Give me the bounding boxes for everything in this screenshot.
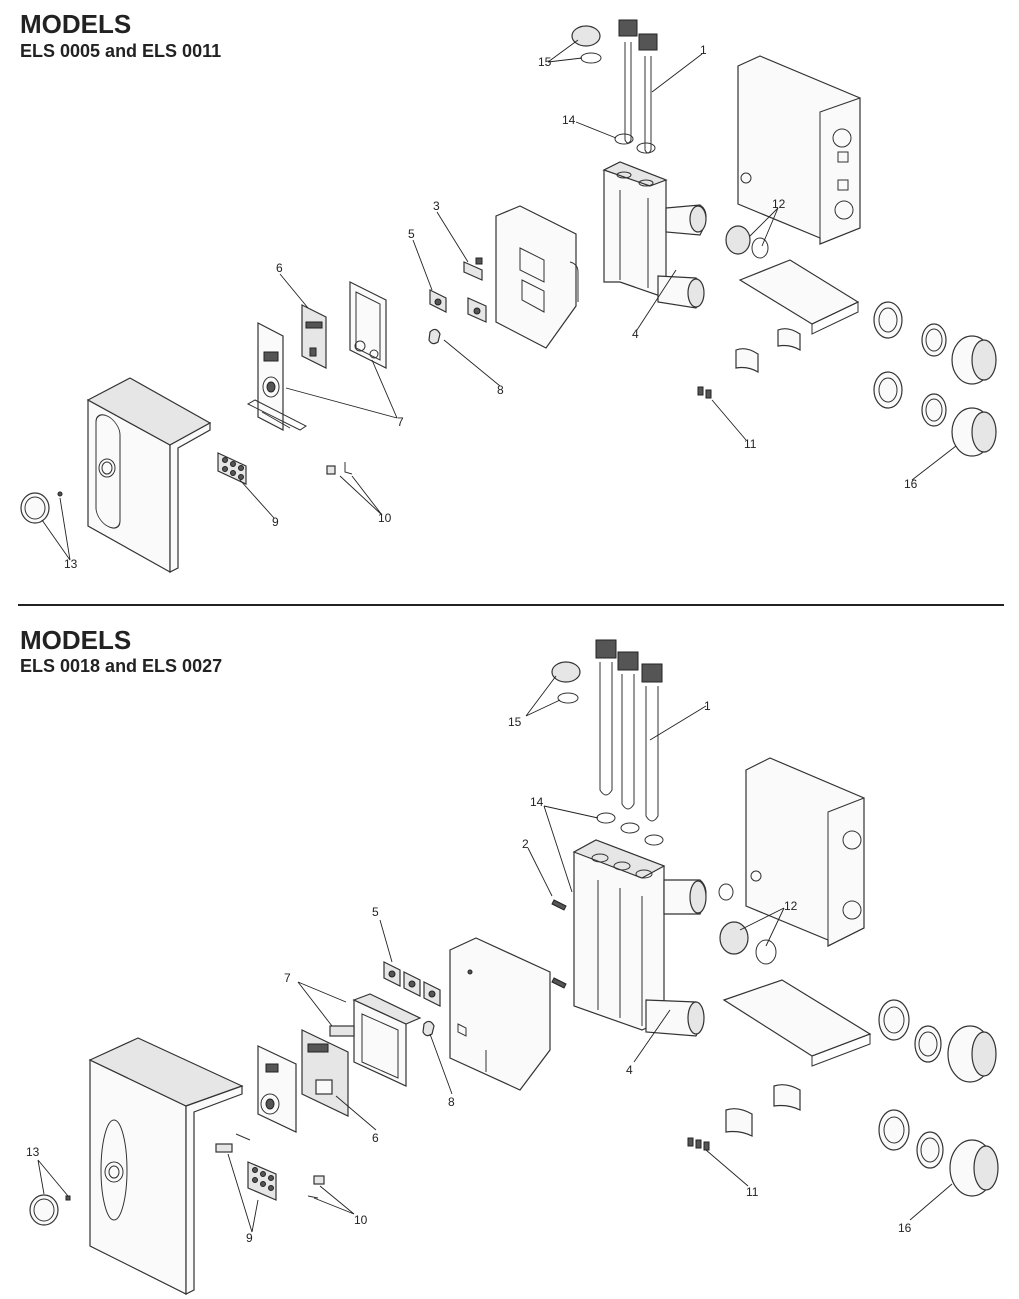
part-back-cover [737,55,861,245]
callout-6: 6 [276,261,283,275]
section-divider [18,604,1004,606]
part-pcb [301,1029,349,1117]
callout-14: 14 [562,113,576,127]
callout-1: 1 [700,43,707,57]
part-unions [878,999,999,1197]
callout-labels: 15 1 14 3 5 6 7 8 4 12 11 16 9 10 13 [64,43,918,571]
part-gaskets [596,812,664,846]
part-enclosure [349,281,387,369]
section-heading: MODELS [20,9,132,39]
callout-labels: 15 1 14 2 5 7 6 8 4 12 11 16 9 10 13 [26,699,912,1245]
part-sensor-assembly [725,225,769,259]
part-mounting-panel [495,205,579,349]
part-hi-limit [463,257,483,281]
callout-7: 7 [397,415,404,429]
part-bracket-clips [326,462,353,475]
part-front-cover [88,1037,244,1295]
models-label: ELS 0018 and ELS 0027 [20,656,223,676]
part-back-cover [745,757,865,947]
part-thermostat-clip [422,1020,435,1037]
callout-9: 9 [246,1231,253,1245]
part-control-plate [257,1045,297,1133]
callout-15: 15 [508,715,522,729]
part-terminal-block [215,1133,277,1201]
part-enclosure [329,993,422,1087]
part-terminal-block [217,452,247,485]
callout-6: 6 [372,1131,379,1145]
part-relays [429,289,487,323]
part-knob [29,1194,71,1226]
section-heading: MODELS [20,625,132,655]
part-heater-manifold [602,161,707,309]
leader-lines [37,675,953,1233]
exploded-view-top: 15 1 14 3 5 6 7 8 4 12 11 16 9 10 13 [20,19,997,574]
callout-16: 16 [904,477,918,491]
part-knob [20,491,63,524]
callout-3: 3 [433,199,440,213]
part-front-cover [86,377,212,574]
leader-lines [41,39,957,561]
callout-15: 15 [538,55,552,69]
part-heating-elements [595,639,663,822]
callout-11: 11 [746,1185,759,1199]
callout-7: 7 [284,971,291,985]
callout-4: 4 [626,1063,633,1077]
part-unions [873,301,997,457]
part-cap-oring [551,661,581,704]
part-pcb [301,304,327,369]
models-label: ELS 0005 and ELS 0011 [20,41,222,61]
part-relays [383,961,441,1007]
callout-1: 1 [704,699,711,713]
callout-13: 12 [772,197,786,211]
callout-14: 14 [530,795,544,809]
callout-2: 2 [522,837,529,851]
part-screws [551,899,567,989]
callout-4: 4 [632,327,639,341]
part-control-plate [246,322,307,431]
callout-12: 13 [64,557,78,571]
callout-10: 10 [378,511,392,525]
callout-8: 8 [448,1095,455,1109]
callout-5: 5 [372,905,379,919]
callout-16: 16 [898,1221,912,1235]
part-thermostat-clip [428,328,441,345]
part-bracket-clips [307,1175,325,1199]
part-gaskets [614,133,656,154]
callout-12: 13 [26,1145,40,1159]
callout-13: 12 [784,899,798,913]
part-clamps [697,328,801,399]
part-clamps [687,1084,801,1151]
part-heater-manifold [572,839,707,1037]
callout-5: 5 [408,227,415,241]
part-base-tray [738,259,860,335]
callout-11: 11 [744,437,757,451]
part-base-tray [722,979,872,1067]
exploded-view-bottom: 15 1 14 2 5 7 6 8 4 12 11 16 9 10 13 [26,639,999,1295]
part-cap-oring [571,25,602,64]
diagram-section-els-0005-0011: MODELS ELS 0005 and ELS 0011 [0,0,1019,600]
part-mounting-panel [449,937,551,1091]
diagram-section-els-0018-0027: MODELS ELS 0018 and ELS 0027 [0,612,1019,1299]
callout-9: 9 [272,515,279,529]
callout-10: 10 [354,1213,368,1227]
part-heating-elements [618,19,658,154]
callout-8: 8 [497,383,504,397]
